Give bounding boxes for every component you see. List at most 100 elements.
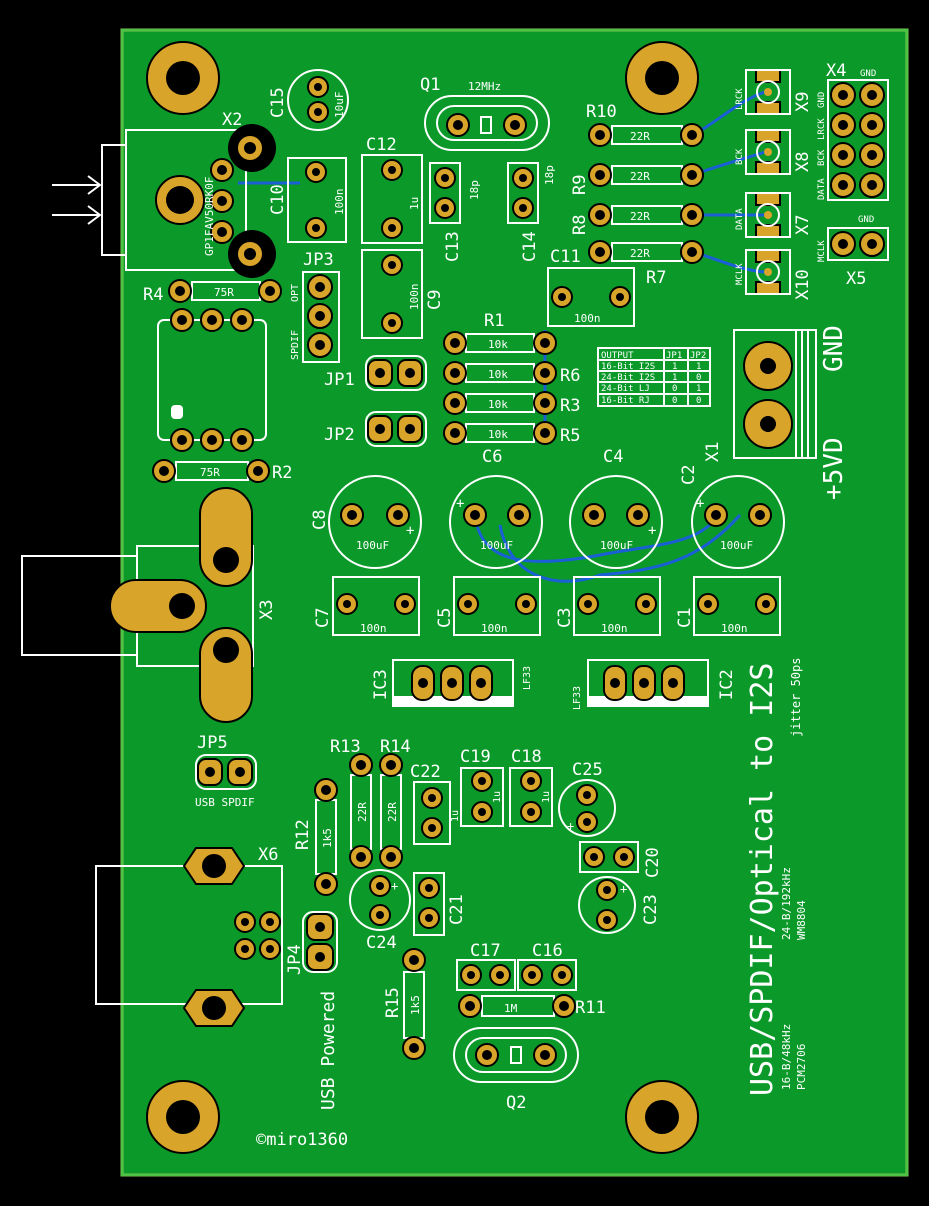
- spec-24bit: 24-B/192kHz: [780, 867, 793, 940]
- label-c7-value: 100n: [360, 622, 387, 635]
- label-c18: C18: [511, 747, 542, 767]
- capacitor-c6: +: [449, 475, 543, 569]
- label-r3: R3: [560, 396, 580, 416]
- capacitor-c21: [413, 872, 445, 936]
- table-row-jp2: 1: [696, 384, 701, 394]
- capacitor-c18: [509, 767, 553, 827]
- spec-wm8804: WM8804: [795, 900, 808, 940]
- label-c13-value: 18p: [468, 180, 481, 200]
- header-x4: [827, 79, 889, 201]
- label-jp5: JP5: [197, 733, 228, 753]
- capacitor-c4: +: [569, 475, 663, 569]
- label-c11: C11: [550, 247, 581, 267]
- resistor-r5: [443, 421, 557, 445]
- label-c12: C12: [366, 135, 397, 155]
- label-c10: C10: [268, 184, 288, 215]
- label-x9: X9: [793, 92, 813, 112]
- resistor-r8: [588, 203, 704, 227]
- label-jp4: JP4: [285, 944, 305, 975]
- label-r15: R15: [383, 987, 403, 1018]
- ic-dip: [157, 308, 267, 452]
- table-row-jp2: 0: [696, 373, 701, 383]
- resistor-r4: [168, 279, 282, 303]
- label-r9: R9: [570, 175, 590, 195]
- label-ic3-value: LF33: [522, 666, 533, 690]
- label-c6: C6: [482, 447, 502, 467]
- label-x3: X3: [257, 600, 277, 620]
- capacitor-c5: [453, 576, 541, 636]
- label-r4: R4: [143, 285, 163, 305]
- capacitor-c17: [456, 959, 516, 991]
- label-r13-value: 22R: [356, 802, 369, 822]
- table-header-jp1: JP1: [666, 351, 682, 361]
- label-r8: R8: [570, 215, 590, 235]
- label-q1-value: 12MHz: [468, 80, 501, 93]
- label-c1-value: 100n: [721, 622, 748, 635]
- label-r13: R13: [330, 737, 361, 757]
- label-c22-value: 1u: [450, 810, 461, 822]
- label-jp1: JP1: [324, 370, 355, 390]
- label-x2-value: GP1FAV50RK0F: [203, 177, 216, 256]
- power-terminal-x1: [733, 329, 817, 459]
- table-row-label: 24-Bit I2S: [601, 373, 655, 383]
- label-c23: C23: [641, 894, 661, 925]
- crystal-q1: [424, 95, 550, 151]
- capacitor-c25: +: [558, 779, 616, 837]
- label-r1: R1: [484, 311, 504, 331]
- label-r10-value: 22R: [630, 130, 650, 143]
- label-c11-value: 100n: [574, 312, 601, 325]
- label-c7: C7: [313, 608, 333, 628]
- resistor-r7: [588, 240, 704, 264]
- capacitor-c8: +: [328, 475, 422, 569]
- jitter-label: jitter 50ps: [789, 658, 803, 737]
- table-row-jp2: 0: [696, 396, 701, 406]
- svg-text:+: +: [406, 523, 414, 539]
- label-x5: X5: [846, 269, 866, 289]
- regulator-ic3: [392, 659, 514, 707]
- label-r12-value: 1k5: [321, 828, 334, 848]
- spec-16bit: 16-B/48kHz: [780, 1024, 793, 1090]
- table-header-output: OUTPUT: [601, 351, 634, 361]
- label-x1: X1: [703, 442, 723, 462]
- label-x4-data: DATA: [817, 178, 827, 200]
- capacitor-c3: [573, 576, 661, 636]
- label-ic2-value: LF33: [572, 686, 583, 710]
- mounting-holes: [146, 41, 699, 1154]
- label-c24: C24: [366, 933, 397, 953]
- board-title: USB/SPDIF/Optical to I2S: [745, 663, 780, 1096]
- label-r2-value: 75R: [200, 466, 220, 479]
- label-x4-gnd: GND: [860, 69, 876, 79]
- label-c2: C2: [679, 465, 699, 485]
- capacitor-c7: [332, 576, 420, 636]
- table-row-label: 24-Bit LJ: [601, 384, 650, 394]
- label-c5-value: 100n: [481, 622, 508, 635]
- resistor-r14: [379, 753, 403, 869]
- jumper-jp2: [365, 411, 427, 447]
- label-c9: C9: [425, 290, 445, 310]
- label-c2-value: 100uF: [720, 539, 753, 552]
- output-config-table: OUTPUT JP1 JP2 16-Bit I2S 1 1 24-Bit I2S…: [597, 347, 711, 407]
- capacitor-c2: +: [691, 475, 785, 569]
- svg-text:+: +: [620, 882, 627, 896]
- resistor-r12: [314, 778, 338, 896]
- label-r12: R12: [293, 819, 313, 850]
- label-c15-value: 10uF: [333, 92, 346, 119]
- label-x8: X8: [793, 152, 813, 172]
- label-c8: C8: [310, 510, 330, 530]
- label-r4-value: 75R: [214, 286, 234, 299]
- label-r11: R11: [575, 998, 606, 1018]
- table-row-label: 16-Bit RJ: [601, 396, 650, 406]
- label-c12-value: 1u: [408, 197, 421, 210]
- label-x5-gnd: GND: [858, 215, 874, 225]
- label-r14: R14: [380, 737, 411, 757]
- jumper-jp3: [302, 271, 340, 363]
- resistor-r3: [443, 391, 557, 415]
- jumper-jp1: [365, 355, 427, 391]
- label-c20: C20: [643, 847, 663, 878]
- resistor-r6: [443, 361, 557, 385]
- label-x5-mclk: MCLK: [817, 240, 827, 262]
- table-row-jp2: 1: [696, 362, 701, 372]
- svg-text:+: +: [648, 523, 656, 539]
- label-mclk-coax: MCLK: [735, 263, 745, 285]
